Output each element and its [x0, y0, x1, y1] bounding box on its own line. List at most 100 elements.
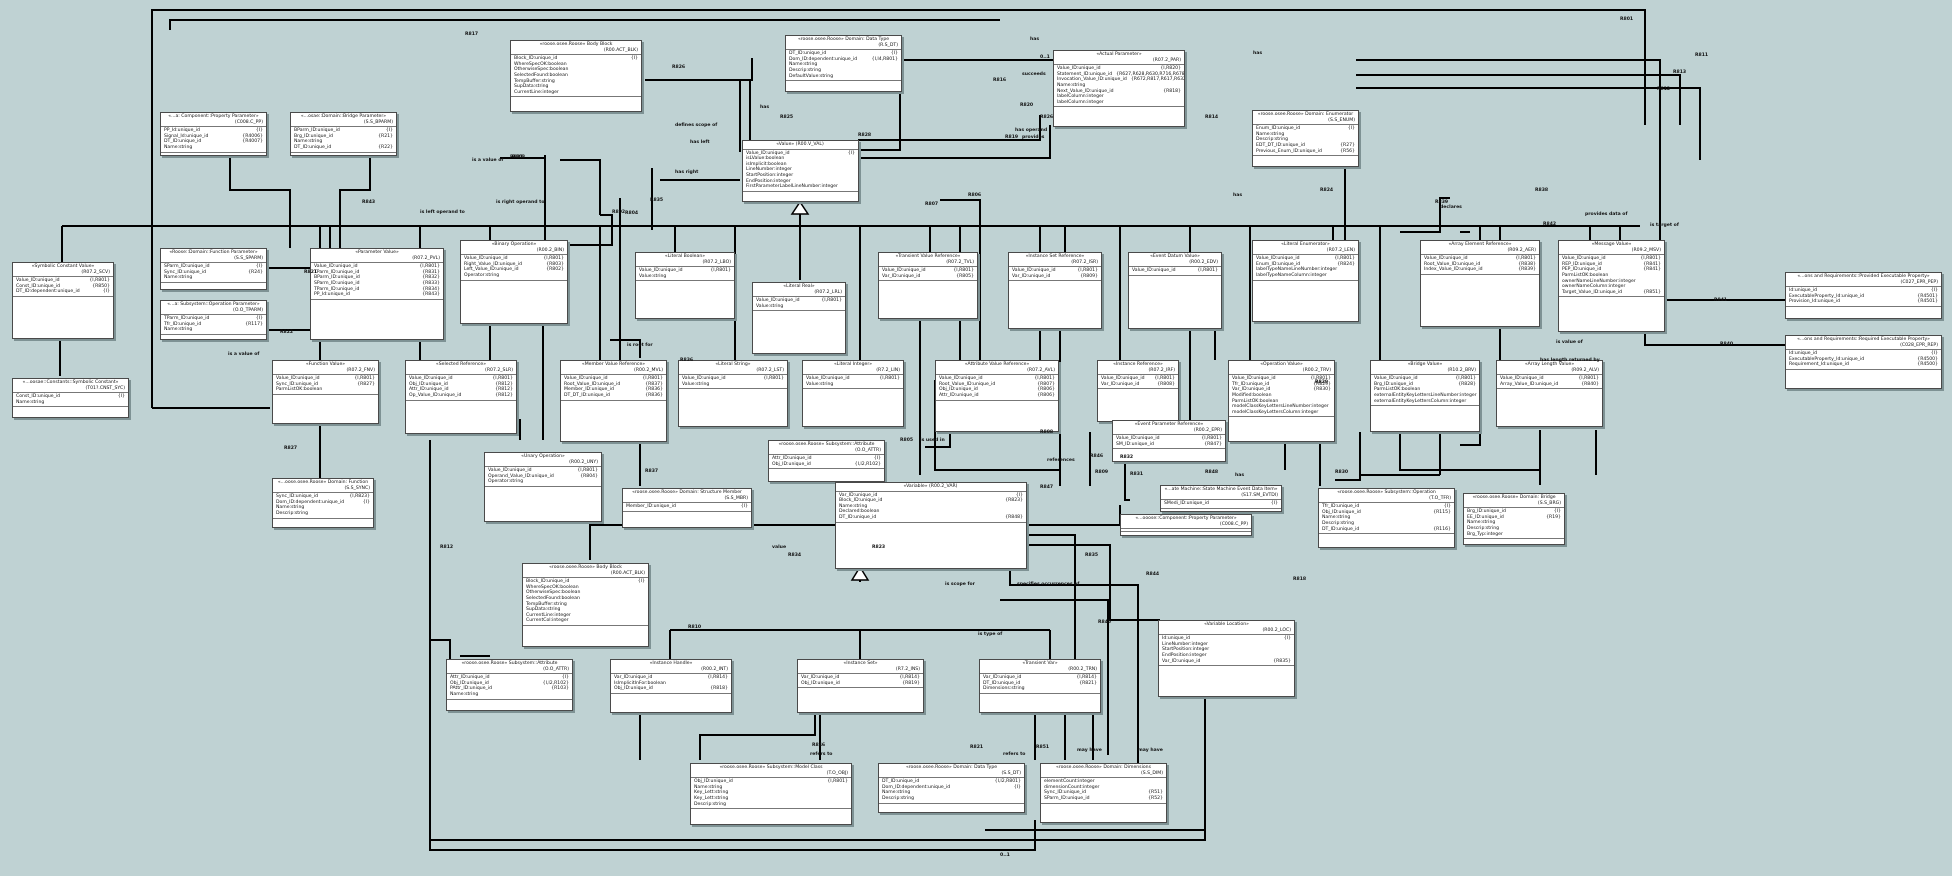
class-box-literal-string[interactable]: «Literal String»(R07.2_LST)Value_ID:uniq…	[678, 360, 788, 427]
class-box-provided-exec-prop[interactable]: «...ons and Requirements::Provided Execu…	[1785, 272, 1942, 319]
class-box-body-block-top[interactable]: «roose.osee.Roose» Body Block(R00.ACT_BL…	[510, 40, 642, 112]
attribute-ref: {I,R801}	[953, 268, 974, 274]
class-box-body-block-bottom[interactable]: «roose.osee.Roose» Body Block(R00.ACT_BL…	[522, 563, 649, 647]
class-box-variable-center[interactable]: «Variable» (R00.2_VAR)Var_ID:unique_id{I…	[835, 482, 1027, 569]
attribute-row: Requirement_Id:unique_id{R4500}	[1789, 362, 1938, 368]
class-box-symbolic-constant-value[interactable]: «Symbolic Constant Value»(R07.2_SCV)Valu…	[12, 262, 114, 339]
class-box-func-top[interactable]: «...oose.osee.Roose» Domain: Function(S.…	[272, 478, 374, 528]
attribute-ref: {R116}	[1433, 526, 1451, 532]
attribute-list: Value_ID:unique_id{I,R801}REP_ID:unique_…	[1559, 255, 1664, 298]
attribute-row: Index_Value_ID:unique_id{R839}	[1424, 267, 1536, 273]
attribute-name: Obj_ID:unique_id	[450, 680, 489, 686]
attribute-name: Name:string	[294, 139, 323, 145]
attribute-name: Value_ID:unique_id	[409, 376, 453, 382]
class-box-event-param-ref[interactable]: «Event Parameter Reference»(R00.2_EPR)Va…	[1112, 420, 1226, 462]
attribute-row: Const_ID:unique_id{R850}	[16, 284, 110, 290]
attribute-row: Descrip:string	[1467, 526, 1561, 532]
class-box-core-data-type-top[interactable]: «roose.osee.Roose» Domain: Data Type(R.S…	[785, 35, 902, 92]
attribute-ref: {I}	[1930, 351, 1938, 357]
class-box-message-value[interactable]: «Message Value»(R09.2_MSV)Value_ID:uniqu…	[1558, 240, 1665, 332]
class-box-transient-var[interactable]: «Transient Var»(R00.2_TRN)Var_ID:unique_…	[979, 659, 1101, 713]
class-box-array-length-value[interactable]: «Array Length Value»(R09.2_ALV)Value_ID:…	[1496, 360, 1603, 427]
attribute-name: Name:string	[164, 144, 193, 150]
class-box-comp-prop-param[interactable]: «...a: Component::Property Parameter»(C0…	[160, 112, 267, 156]
attribute-name: Descrip:string	[1322, 520, 1355, 526]
class-box-member-value-ref[interactable]: «Member Value Reference»(R00.2_MVL)Value…	[560, 360, 667, 442]
attribute-row: Var_ID:unique_id{I}	[839, 493, 1023, 499]
attribute-row: PAttr_ID:unique_id{R103}	[450, 686, 569, 692]
class-box-state-machine-event[interactable]: «...ate Machine::State Machine Event Dat…	[1160, 485, 1282, 512]
class-box-literal-boolean[interactable]: «Literal Boolean»(R07.2_LBO)Value_ID:uni…	[635, 252, 735, 319]
class-box-parameter-value[interactable]: «Parameter Value»(R07.2_PVL)Value_ID:uni…	[310, 248, 444, 340]
class-box-variable-location[interactable]: «Variable Location»(R00.2_LOC)Id:unique_…	[1158, 620, 1295, 697]
class-box-op-param[interactable]: «...a: Subsystem::Operation Parameter»(O…	[160, 300, 267, 340]
class-box-literal-enumerator[interactable]: «Literal Enumerator»(R07.2_LEN)Value_ID:…	[1252, 240, 1359, 322]
class-box-transient-value-ref[interactable]: «Transient Value Reference»(R07.2_TVL)Va…	[878, 252, 978, 319]
class-name: (S.S_DIM)	[1041, 771, 1166, 779]
attribute-name: Descrip:string	[1256, 137, 1289, 143]
class-name: (R09.2_MSV)	[1559, 248, 1664, 256]
class-stereotype: «...ons and Requirements::Provided Execu…	[1797, 274, 1930, 279]
class-box-bridge-value[interactable]: «Bridge Value»(R10.2_BRV)Value_ID:unique…	[1370, 360, 1480, 432]
assoc-r813-line	[858, 125, 1051, 159]
class-box-domain-bridge[interactable]: «roose.osee.Roose» Domain: Bridge(S.S_BR…	[1463, 493, 1565, 545]
association-label: R808	[1040, 430, 1054, 435]
class-box-struct-member[interactable]: «roose.osee.Roose» Domain: Structure Mem…	[622, 488, 752, 528]
attribute-row: Obj_ID:unique_id{I,I2,R102}	[772, 462, 881, 468]
association-label: R826	[1040, 115, 1054, 120]
class-box-func-param[interactable]: «Roose::Domain::Function Parameter»(S.S_…	[160, 248, 267, 290]
class-box-operation-value[interactable]: «Operation Value»(R00.2_TRV)Value_ID:uni…	[1228, 360, 1335, 442]
class-name: (R07.2_LBO)	[636, 260, 734, 268]
class-box-function-value[interactable]: «Function Value»(R07.2_FNV)Value_ID:uniq…	[272, 360, 379, 424]
attribute-row: Dom_ID:dependent:unique_id{I}	[276, 500, 370, 506]
attribute-name: Sync_ID:unique_id	[1044, 790, 1087, 796]
class-box-value-center[interactable]: «Value» (R00.V_VAL)Value_ID:unique_id{I}…	[742, 140, 859, 202]
class-box-subsystem-attribute-bottom[interactable]: «roose.osee.Roose» Subsystem::Attribute(…	[446, 659, 573, 711]
class-box-literal-integer[interactable]: «Literal Integer»(R7.2_LIN)Value_ID:uniq…	[802, 360, 904, 427]
class-box-unary-operation[interactable]: «Unary Operation»(R00.2_UNY)Value_ID:uni…	[484, 452, 602, 522]
attribute-name: Modified:boolean	[1232, 392, 1272, 398]
class-box-binary-operation[interactable]: «Binary Operation»(R00.2_BIN)Value_ID:un…	[460, 240, 568, 324]
class-name: (T01?.CNST_SYC)	[13, 386, 128, 394]
attribute-name: DT_ID:dependent:unique_id	[16, 289, 80, 295]
attribute-ref: {I,R814}	[899, 675, 920, 681]
association-label: declares	[1440, 205, 1462, 210]
attribute-ref: {I}	[117, 394, 125, 400]
association-label: R844	[1146, 572, 1160, 577]
class-box-subsystem-operation[interactable]: «roose.osee.Roose» Subsystem::Operation(…	[1318, 488, 1455, 548]
class-box-bridge-param-top[interactable]: «...osae::Domain::Bridge Parameter»(S.S_…	[290, 112, 397, 156]
class-box-literal-real[interactable]: «Literal Real»(R07.2_LRL)Value_ID:unique…	[752, 282, 846, 354]
attribute-list: Value_ID:unique_id{I,R801}Obj_ID:unique_…	[406, 375, 516, 401]
class-box-domain-enumerator[interactable]: «roose.osee.Roose» Domain: Enumerator(S.…	[1252, 110, 1359, 167]
attribute-ref: {R818}	[1163, 88, 1181, 94]
association-label: 0..1	[1040, 55, 1050, 60]
class-box-instance-ref[interactable]: «Instance Reference»(R07.2_IRF)Value_ID:…	[1097, 360, 1179, 422]
class-box-domain-dimensions[interactable]: «roose.osee.Roose» Domain: Dimensions(S.…	[1040, 763, 1167, 823]
attribute-row: Brg_ID:unique_id{R21}	[294, 134, 393, 140]
class-box-subsystem-attribute-top[interactable]: «roose.osee.Roose» Subsystem::Attribute(…	[768, 440, 885, 482]
attribute-row: CurrentLine:integer	[526, 613, 645, 619]
attribute-row: Var_ID:unique_id{I,R814}	[983, 675, 1097, 681]
class-box-comp-prop-param2[interactable]: «...ooose::Component::Property Parameter…	[1120, 514, 1252, 536]
class-box-domain-data-type-bottom[interactable]: «roose.osee.Roose» Domain: Data Type(S.S…	[878, 763, 1025, 813]
class-box-array-element-ref[interactable]: «Array Element Reference»(R09.2_AER)Valu…	[1420, 240, 1540, 327]
class-box-subsystem-model-class[interactable]: «roose.osee.Roose» Subsystem::Model Clas…	[690, 763, 852, 825]
class-box-instance-set-ref[interactable]: «Instance Set Reference»(R07.2_ISR)Value…	[1008, 252, 1102, 329]
attribute-row: ParmListOK:boolean	[276, 387, 375, 393]
attribute-row: Root_Value_ID:unique_id{R807}	[939, 382, 1055, 388]
association-label: R812	[1657, 87, 1671, 92]
class-name: (R00.2_TRN)	[980, 667, 1100, 675]
class-box-attribute-value-ref[interactable]: «Attribute Value Reference»(R07.2_AVL)Va…	[935, 360, 1059, 432]
class-box-actual-parameter[interactable]: «Actual Parameter»(R07.2_PAR)Value_ID:un…	[1053, 50, 1185, 127]
attribute-ref: {I,R814}	[707, 675, 728, 681]
attribute-row: Const_ID:unique_id{I}	[16, 394, 125, 400]
class-box-const-symbolic[interactable]: «...oosae::Constants::Symbolic Constant»…	[12, 378, 129, 418]
class-box-instance-set[interactable]: «Instance Set»(R7.2_INS)Var_ID:unique_id…	[797, 659, 924, 713]
attribute-row: Descrip:string	[276, 511, 370, 517]
class-box-event-datum-value[interactable]: «Event Datum Value»(R00.2_EDV)Value_ID:u…	[1128, 252, 1222, 329]
association-label: R835	[1085, 553, 1099, 558]
class-box-instance-handle[interactable]: «Instance Handle»(R00.2_INT)Var_ID:uniqu…	[610, 659, 732, 713]
class-box-required-exec-prop[interactable]: «...ons and Requirements::Required Execu…	[1785, 335, 1942, 389]
class-box-selected-ref[interactable]: «Selected Reference»(R07.2_SLR)Value_ID:…	[405, 360, 517, 434]
attribute-row: SMedi_ID:unique_id{I}	[1164, 501, 1278, 507]
